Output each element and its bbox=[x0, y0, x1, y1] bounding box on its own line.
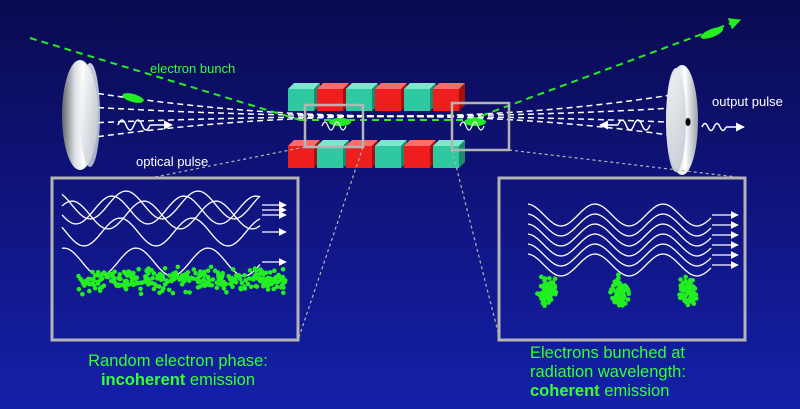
magnet-block bbox=[433, 140, 465, 168]
electron-trajectory bbox=[29, 18, 742, 121]
magnet-block bbox=[317, 83, 349, 111]
random-electrons bbox=[76, 264, 288, 297]
coherent-waves bbox=[527, 203, 739, 277]
magnet-block bbox=[375, 83, 407, 111]
wave-arrow-icon bbox=[701, 122, 745, 132]
optical-pulse-label: optical pulse bbox=[136, 154, 209, 169]
projection-lines bbox=[149, 146, 746, 341]
electron-bunch-icon bbox=[700, 27, 724, 39]
zoom-region-markers bbox=[303, 101, 511, 152]
output-mirror-icon bbox=[666, 65, 698, 175]
coherent-panel bbox=[497, 176, 747, 342]
magnet-block bbox=[404, 83, 436, 111]
optical-beam-envelope bbox=[87, 91, 691, 139]
magnet-block bbox=[375, 140, 407, 168]
incoherent-caption-line1: Random electron phase: bbox=[88, 352, 268, 370]
coherent-caption-line3: coherent emission bbox=[530, 382, 686, 401]
magnet-block bbox=[317, 140, 349, 168]
coherent-caption-line1: Electrons bunched at bbox=[530, 344, 686, 362]
incoherent-waves bbox=[61, 190, 287, 277]
bunched-electrons bbox=[535, 272, 699, 309]
output-pulse-label: output pulse bbox=[712, 94, 783, 109]
magnet-block bbox=[433, 83, 465, 111]
magnet-block bbox=[404, 140, 436, 168]
coherent-caption: Electrons bunched at radiation wavelengt… bbox=[530, 344, 686, 401]
incoherent-panel bbox=[50, 176, 300, 342]
incoherent-bold: incoherent bbox=[100, 371, 186, 389]
incoherent-rest: emission bbox=[185, 371, 256, 389]
incoherent-caption-line2: incoherent emission bbox=[72, 371, 284, 390]
electron-bunch-icon bbox=[122, 93, 144, 103]
coherent-rest: emission bbox=[599, 382, 670, 400]
coherent-bold: coherent bbox=[530, 382, 600, 400]
left-mirror-icon bbox=[62, 60, 100, 170]
electron-bunch-label: electron bunch bbox=[150, 61, 236, 76]
coherent-caption-line2: radiation wavelength: bbox=[530, 363, 686, 381]
undulator-magnets bbox=[288, 83, 465, 168]
wave-arrow-icon bbox=[117, 119, 173, 131]
wave-arrow-icon bbox=[599, 119, 651, 131]
incoherent-caption: Random electron phase: incoherent emissi… bbox=[72, 352, 284, 390]
